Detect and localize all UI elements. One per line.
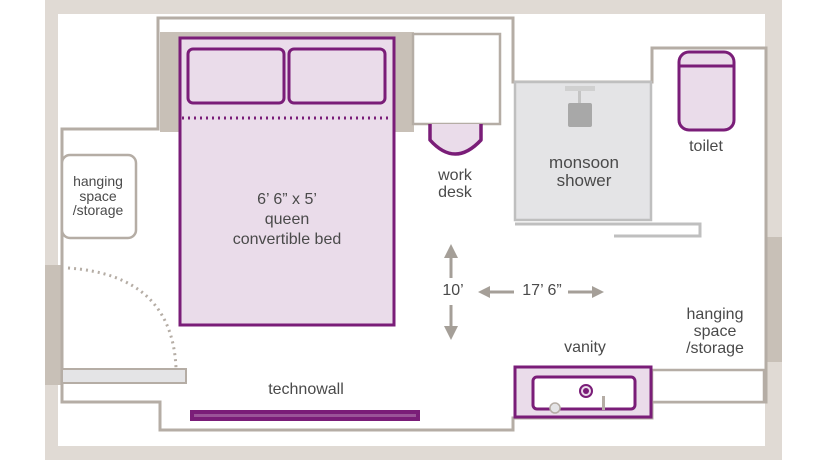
height-dimension-label: 10’ <box>436 282 470 300</box>
hanging-left-line-3: /storage <box>72 202 124 219</box>
work-desk-surface <box>411 32 502 126</box>
left-wall-segment <box>45 265 61 385</box>
hanging-space-right-label: hanging space /storage <box>672 306 758 357</box>
work-desk-line-1: work <box>438 167 472 184</box>
vanity-label: vanity <box>550 339 620 357</box>
technowall-label: technowall <box>250 381 362 399</box>
hanging-left-line-1: hanging <box>73 173 123 189</box>
technowall-inner <box>194 414 416 417</box>
shower-label: monsoon shower <box>530 154 638 190</box>
work-desk-label: work desk <box>420 167 490 202</box>
height-dimension-arrow <box>444 244 458 340</box>
toilet-text: toilet <box>689 138 723 155</box>
work-desk-line-2: desk <box>438 183 472 201</box>
hanging-right-line-3: /storage <box>686 339 744 357</box>
shower-stall <box>513 80 653 222</box>
width-dimension-arrow <box>478 286 604 298</box>
toilet-bowl <box>677 50 736 132</box>
width-dimension-label: 17’ 6” <box>512 282 572 300</box>
pillow-right <box>287 47 387 105</box>
height-dimension-text: 10’ <box>442 282 464 299</box>
hanging-right-line-2: space <box>693 322 737 340</box>
desk-chair <box>428 124 483 156</box>
width-dimension-text: 17’ 6” <box>522 282 562 299</box>
hanging-right-line-1: hanging <box>686 306 744 323</box>
shower-head-bar <box>565 86 595 91</box>
hanging-storage-right <box>650 368 766 404</box>
toilet-label: toilet <box>676 138 736 156</box>
bed-label: 6’ 6” x 5’ queen convertible bed <box>200 190 374 250</box>
door-swing-arc <box>67 266 178 369</box>
bed-type: queen <box>264 211 310 228</box>
door-leaf <box>61 368 187 384</box>
pillow-left <box>186 47 286 105</box>
vanity-tap <box>602 396 605 410</box>
vanity-knob <box>549 402 561 414</box>
shower-line-2: shower <box>556 170 612 190</box>
shower-line-1: monsoon <box>549 153 619 172</box>
hanging-storage-left <box>60 153 138 240</box>
shower-head-pipe <box>578 91 581 103</box>
shower-door <box>515 222 702 238</box>
technowall-text: technowall <box>268 381 344 398</box>
hanging-space-left-label: hanging space /storage <box>66 174 130 218</box>
shower-head <box>568 103 592 127</box>
vanity-text: vanity <box>564 339 606 356</box>
bed-size: 6’ 6” x 5’ <box>257 191 317 208</box>
hanging-left-line-2: space <box>79 187 117 204</box>
sink-drain-center <box>583 388 589 394</box>
bed-description: convertible bed <box>232 231 342 248</box>
right-wall-segment <box>766 237 782 362</box>
